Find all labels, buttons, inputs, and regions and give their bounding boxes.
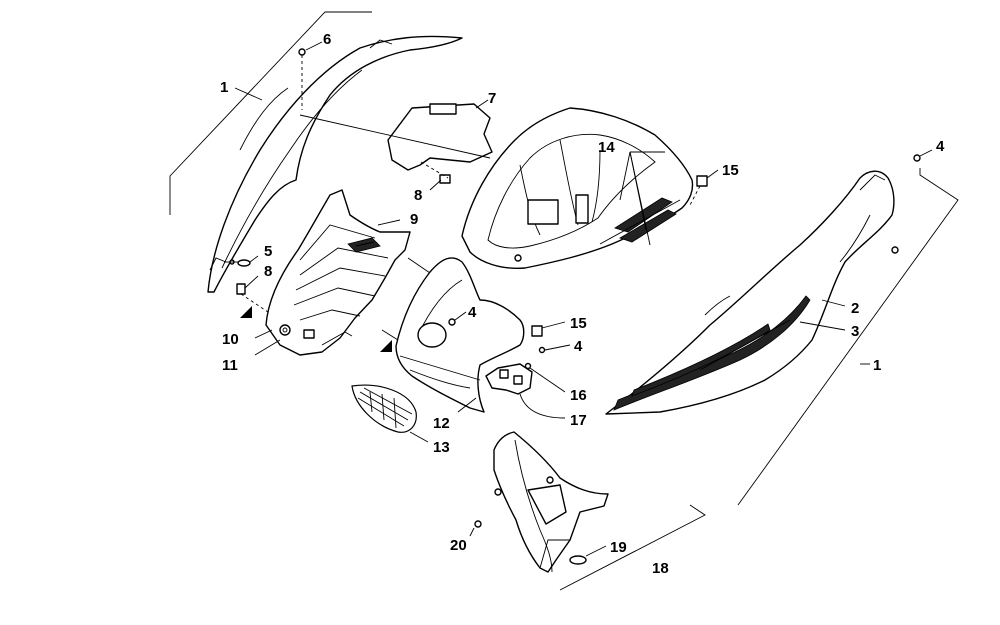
- screw-4-right: [913, 149, 933, 162]
- callout-4-right: 4: [936, 138, 945, 155]
- callout-15-lower: 15: [570, 315, 587, 332]
- callout-3: 3: [851, 323, 859, 340]
- clip-8-lower: [236, 275, 269, 313]
- leader-11: [254, 339, 281, 356]
- grille-13: [351, 384, 429, 443]
- right-side-panel: [605, 170, 899, 415]
- callout-19: 19: [610, 539, 627, 556]
- callout-6: 6: [323, 31, 331, 48]
- callout-14: 14: [598, 139, 615, 156]
- callout-1-upper-left: 1: [220, 79, 228, 96]
- callout-9: 9: [410, 211, 418, 228]
- callout-4-center-lower: 4: [574, 338, 583, 355]
- callout-20: 20: [450, 537, 467, 554]
- panel-7: [299, 99, 493, 171]
- callout-13: 13: [433, 439, 450, 456]
- leader-10: [254, 329, 273, 339]
- callout-18: 18: [652, 560, 669, 577]
- screw-16: [524, 362, 566, 393]
- central-hood-14: [461, 107, 694, 269]
- chin-panel-18: [493, 431, 706, 591]
- callout-8-upper: 8: [414, 187, 422, 204]
- bracket-1-upper: [169, 11, 372, 215]
- callout-2: 2: [851, 300, 859, 317]
- front-nose-assembly: [265, 189, 456, 356]
- direction-arrow-left: [240, 306, 252, 318]
- left-side-panel: [207, 35, 463, 293]
- bracket-17: [485, 363, 566, 419]
- clip-15-lower: [531, 321, 566, 337]
- callout-17: 17: [570, 412, 587, 429]
- callout-15-upper: 15: [722, 162, 739, 179]
- bracket-1-right: [737, 168, 959, 506]
- callout-4-center-upper: 4: [468, 304, 477, 321]
- callout-5: 5: [264, 243, 272, 260]
- lower-nose-12: [395, 257, 525, 413]
- callout-12: 12: [433, 415, 450, 432]
- callout-16: 16: [570, 387, 587, 404]
- callout-8-lower: 8: [264, 263, 272, 280]
- direction-arrow-center: [380, 329, 399, 352]
- washer-5: [224, 255, 259, 267]
- callout-1-right: 1: [873, 357, 881, 374]
- callout-11: 11: [222, 357, 238, 374]
- clip-8-upper: [420, 161, 451, 191]
- callout-10: 10: [222, 331, 239, 348]
- screw-4-center: [538, 344, 571, 354]
- screw-6: [298, 41, 323, 110]
- clip-15-upper: [689, 169, 719, 206]
- fastener-19: [569, 545, 607, 565]
- callout-7: 7: [488, 90, 496, 107]
- screw-20: [469, 520, 482, 537]
- leader-12: [457, 397, 477, 413]
